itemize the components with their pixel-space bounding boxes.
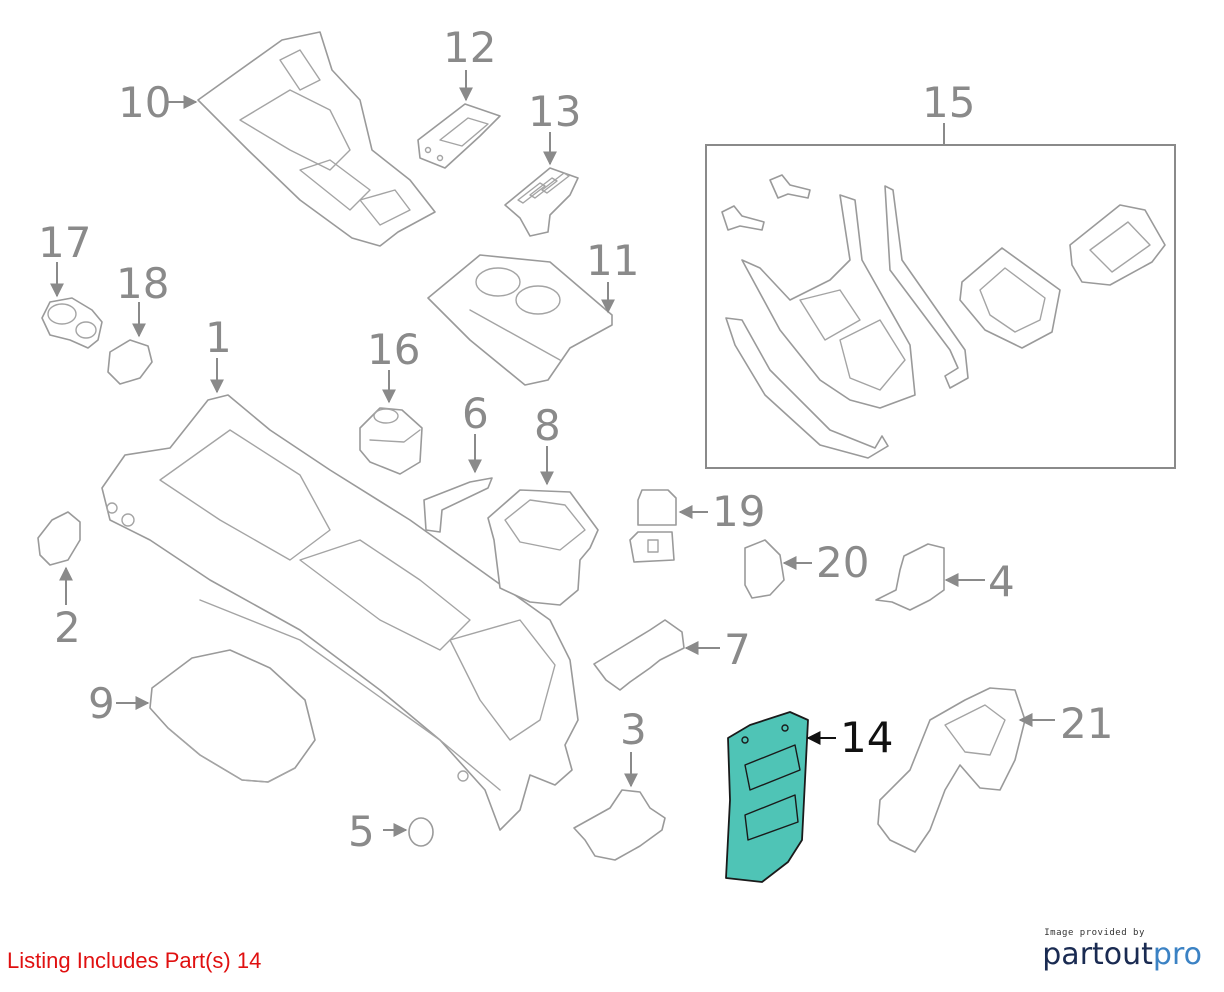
part-2	[37, 511, 81, 566]
part-4	[875, 543, 945, 611]
brand-logo: Image provided by partoutpro	[1042, 928, 1202, 972]
part-3	[573, 789, 666, 861]
part-13	[504, 167, 579, 237]
callout-15[interactable]: 15	[922, 78, 975, 127]
part-16	[359, 407, 423, 475]
brand-wordmark: partoutpro	[1042, 938, 1202, 972]
part-10	[197, 31, 436, 247]
callout-17[interactable]: 17	[38, 218, 91, 267]
part-11	[427, 254, 613, 386]
leader-lines	[50, 70, 1055, 837]
brand-name-part1: partout	[1042, 937, 1153, 972]
part-15-kit	[705, 144, 1176, 469]
part-1	[101, 394, 579, 831]
listing-includes-text: Listing Includes Part(s) 14	[7, 948, 262, 973]
part-12	[417, 103, 501, 169]
callout-4[interactable]: 4	[988, 557, 1015, 606]
callout-2[interactable]: 2	[54, 603, 81, 652]
callout-20[interactable]: 20	[816, 538, 869, 587]
callout-3[interactable]: 3	[620, 705, 647, 754]
callout-12[interactable]: 12	[443, 23, 496, 72]
callout-1[interactable]: 1	[205, 313, 232, 362]
part-19	[629, 489, 677, 563]
callout-labels: 10 12 13 15 17 18 11 1 16 6 8 19 20 4 2 …	[38, 23, 1113, 856]
part-21	[877, 687, 1026, 853]
callout-5[interactable]: 5	[348, 807, 375, 856]
part-7	[593, 619, 685, 691]
callout-8[interactable]: 8	[534, 401, 561, 450]
callout-10[interactable]: 10	[118, 78, 171, 127]
callout-9[interactable]: 9	[88, 679, 115, 728]
part-20	[744, 539, 785, 599]
part-18	[107, 339, 153, 385]
part-5	[408, 817, 434, 847]
callout-16[interactable]: 16	[367, 325, 420, 374]
callout-19[interactable]: 19	[712, 487, 765, 536]
callout-11[interactable]: 11	[586, 236, 639, 285]
callout-21[interactable]: 21	[1060, 699, 1113, 748]
part-17	[41, 297, 103, 349]
part-6	[423, 477, 493, 533]
callout-6[interactable]: 6	[462, 389, 489, 438]
brand-caption: Image provided by	[1044, 928, 1145, 938]
brand-name-part2: pro	[1152, 937, 1202, 972]
part-14-highlighted[interactable]	[725, 711, 809, 883]
part-9	[149, 649, 316, 783]
callout-18[interactable]: 18	[116, 259, 169, 308]
callout-14[interactable]: 14	[840, 713, 893, 762]
callout-13[interactable]: 13	[528, 87, 581, 136]
part-8	[487, 489, 599, 606]
callout-7[interactable]: 7	[724, 625, 751, 674]
